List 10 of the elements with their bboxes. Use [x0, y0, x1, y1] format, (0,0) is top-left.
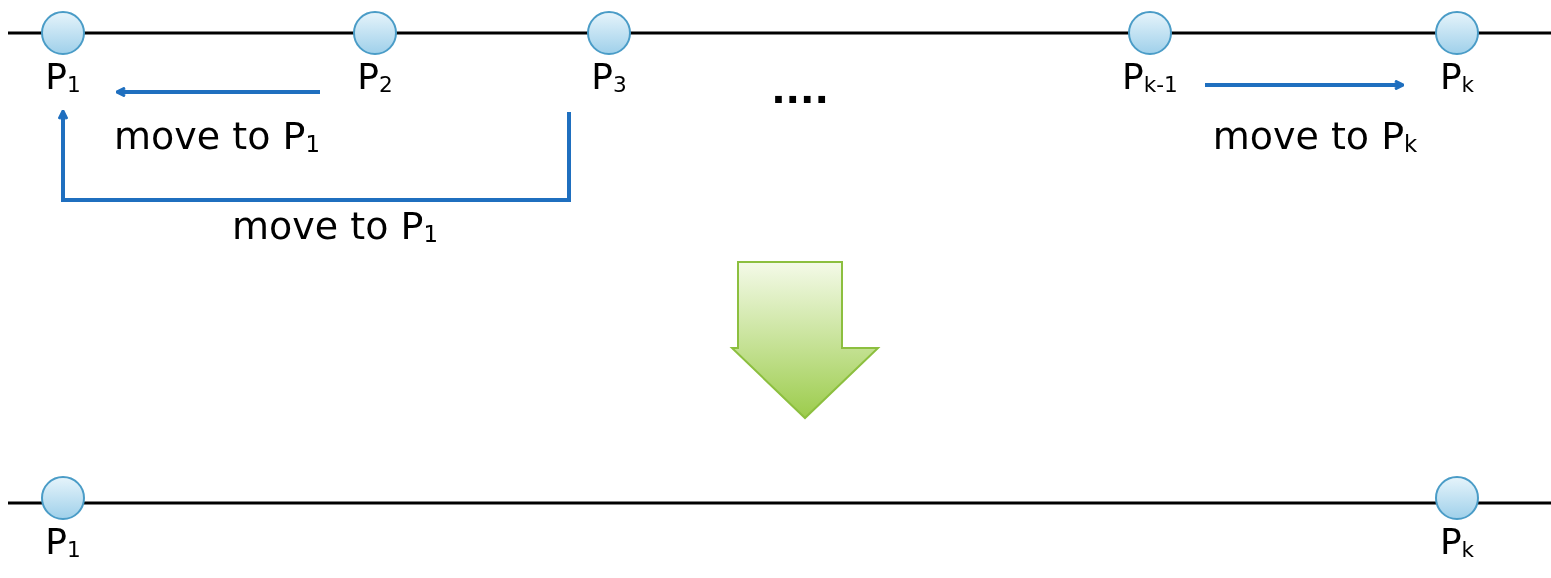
point-label: P$_{1}$: [44, 55, 82, 100]
point-label: P$_{2}$: [356, 55, 394, 100]
arrow: [115, 86, 320, 98]
point-label: P$_{k-1}$: [1121, 55, 1179, 100]
point-label: P$_{k}$: [1438, 520, 1476, 565]
point-label: P$_{k}$: [1438, 55, 1476, 100]
arrow: [57, 109, 571, 202]
point-label: P$_{1}$: [44, 520, 82, 565]
arrow: [1205, 79, 1405, 91]
point-label: P$_{3}$: [590, 55, 628, 100]
